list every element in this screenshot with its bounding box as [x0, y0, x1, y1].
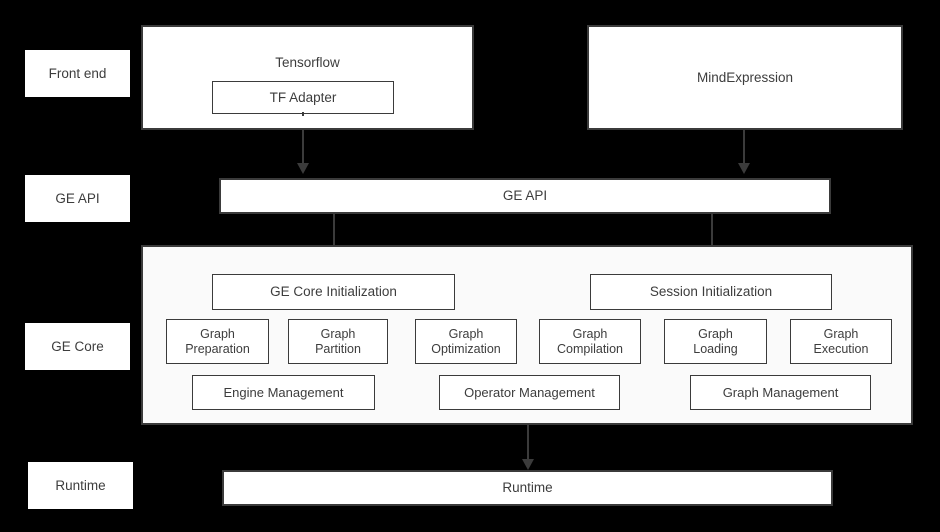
manager-graph-management[interactable]: Graph Management	[690, 375, 871, 410]
module-label: Graph Optimization	[431, 326, 501, 356]
layer-label-front-end: Front end	[25, 50, 130, 97]
module-label: Graph Compilation	[556, 326, 623, 356]
session-initialization-box[interactable]: Session Initialization	[590, 274, 832, 310]
module-label: Graph Partition	[315, 326, 361, 356]
tf-adapter-label: TF Adapter	[269, 89, 337, 105]
module-graph-optimization[interactable]: Graph Optimization	[415, 319, 517, 364]
module-graph-partition[interactable]: Graph Partition	[288, 319, 388, 364]
runtime-bar-label: Runtime	[502, 480, 553, 496]
ge-api-bar[interactable]: GE API	[219, 178, 831, 214]
module-graph-loading[interactable]: Graph Loading	[664, 319, 767, 364]
manager-label: Engine Management	[223, 384, 344, 400]
mindexpression-container: MindExpression	[587, 25, 903, 130]
runtime-bar[interactable]: Runtime	[222, 470, 833, 506]
module-graph-preparation[interactable]: Graph Preparation	[166, 319, 269, 364]
module-graph-execution[interactable]: Graph Execution	[790, 319, 892, 364]
tensorflow-label: Tensorflow	[275, 55, 340, 70]
session-initialization-label: Session Initialization	[649, 284, 773, 300]
layer-label-runtime: Runtime	[28, 462, 133, 509]
layer-label-text: Runtime	[55, 477, 106, 493]
mindexpression-label: MindExpression	[696, 69, 794, 85]
module-label: Graph Preparation	[185, 326, 250, 356]
tensorflow-container: Tensorflow	[141, 25, 474, 130]
ge-core-initialization-label: GE Core Initialization	[270, 284, 397, 300]
manager-label: Graph Management	[722, 384, 839, 400]
layer-label-text: GE Core	[51, 338, 104, 354]
module-label: Graph Execution	[813, 326, 869, 356]
module-graph-compilation[interactable]: Graph Compilation	[539, 319, 641, 364]
layer-label-text: GE API	[55, 190, 100, 206]
manager-operator-management[interactable]: Operator Management	[439, 375, 620, 410]
manager-engine-management[interactable]: Engine Management	[192, 375, 375, 410]
layer-label-ge-core: GE Core	[25, 323, 130, 370]
layer-label-text: Front end	[48, 65, 107, 81]
module-label: Graph Loading	[693, 326, 738, 356]
tf-adapter-box[interactable]: TF Adapter	[212, 81, 394, 114]
layer-label-ge-api: GE API	[25, 175, 130, 222]
ge-core-initialization-box[interactable]: GE Core Initialization	[212, 274, 455, 310]
connector-tf-adapter-stub	[302, 112, 304, 116]
manager-label: Operator Management	[464, 384, 595, 400]
ge-api-bar-label: GE API	[502, 188, 548, 204]
